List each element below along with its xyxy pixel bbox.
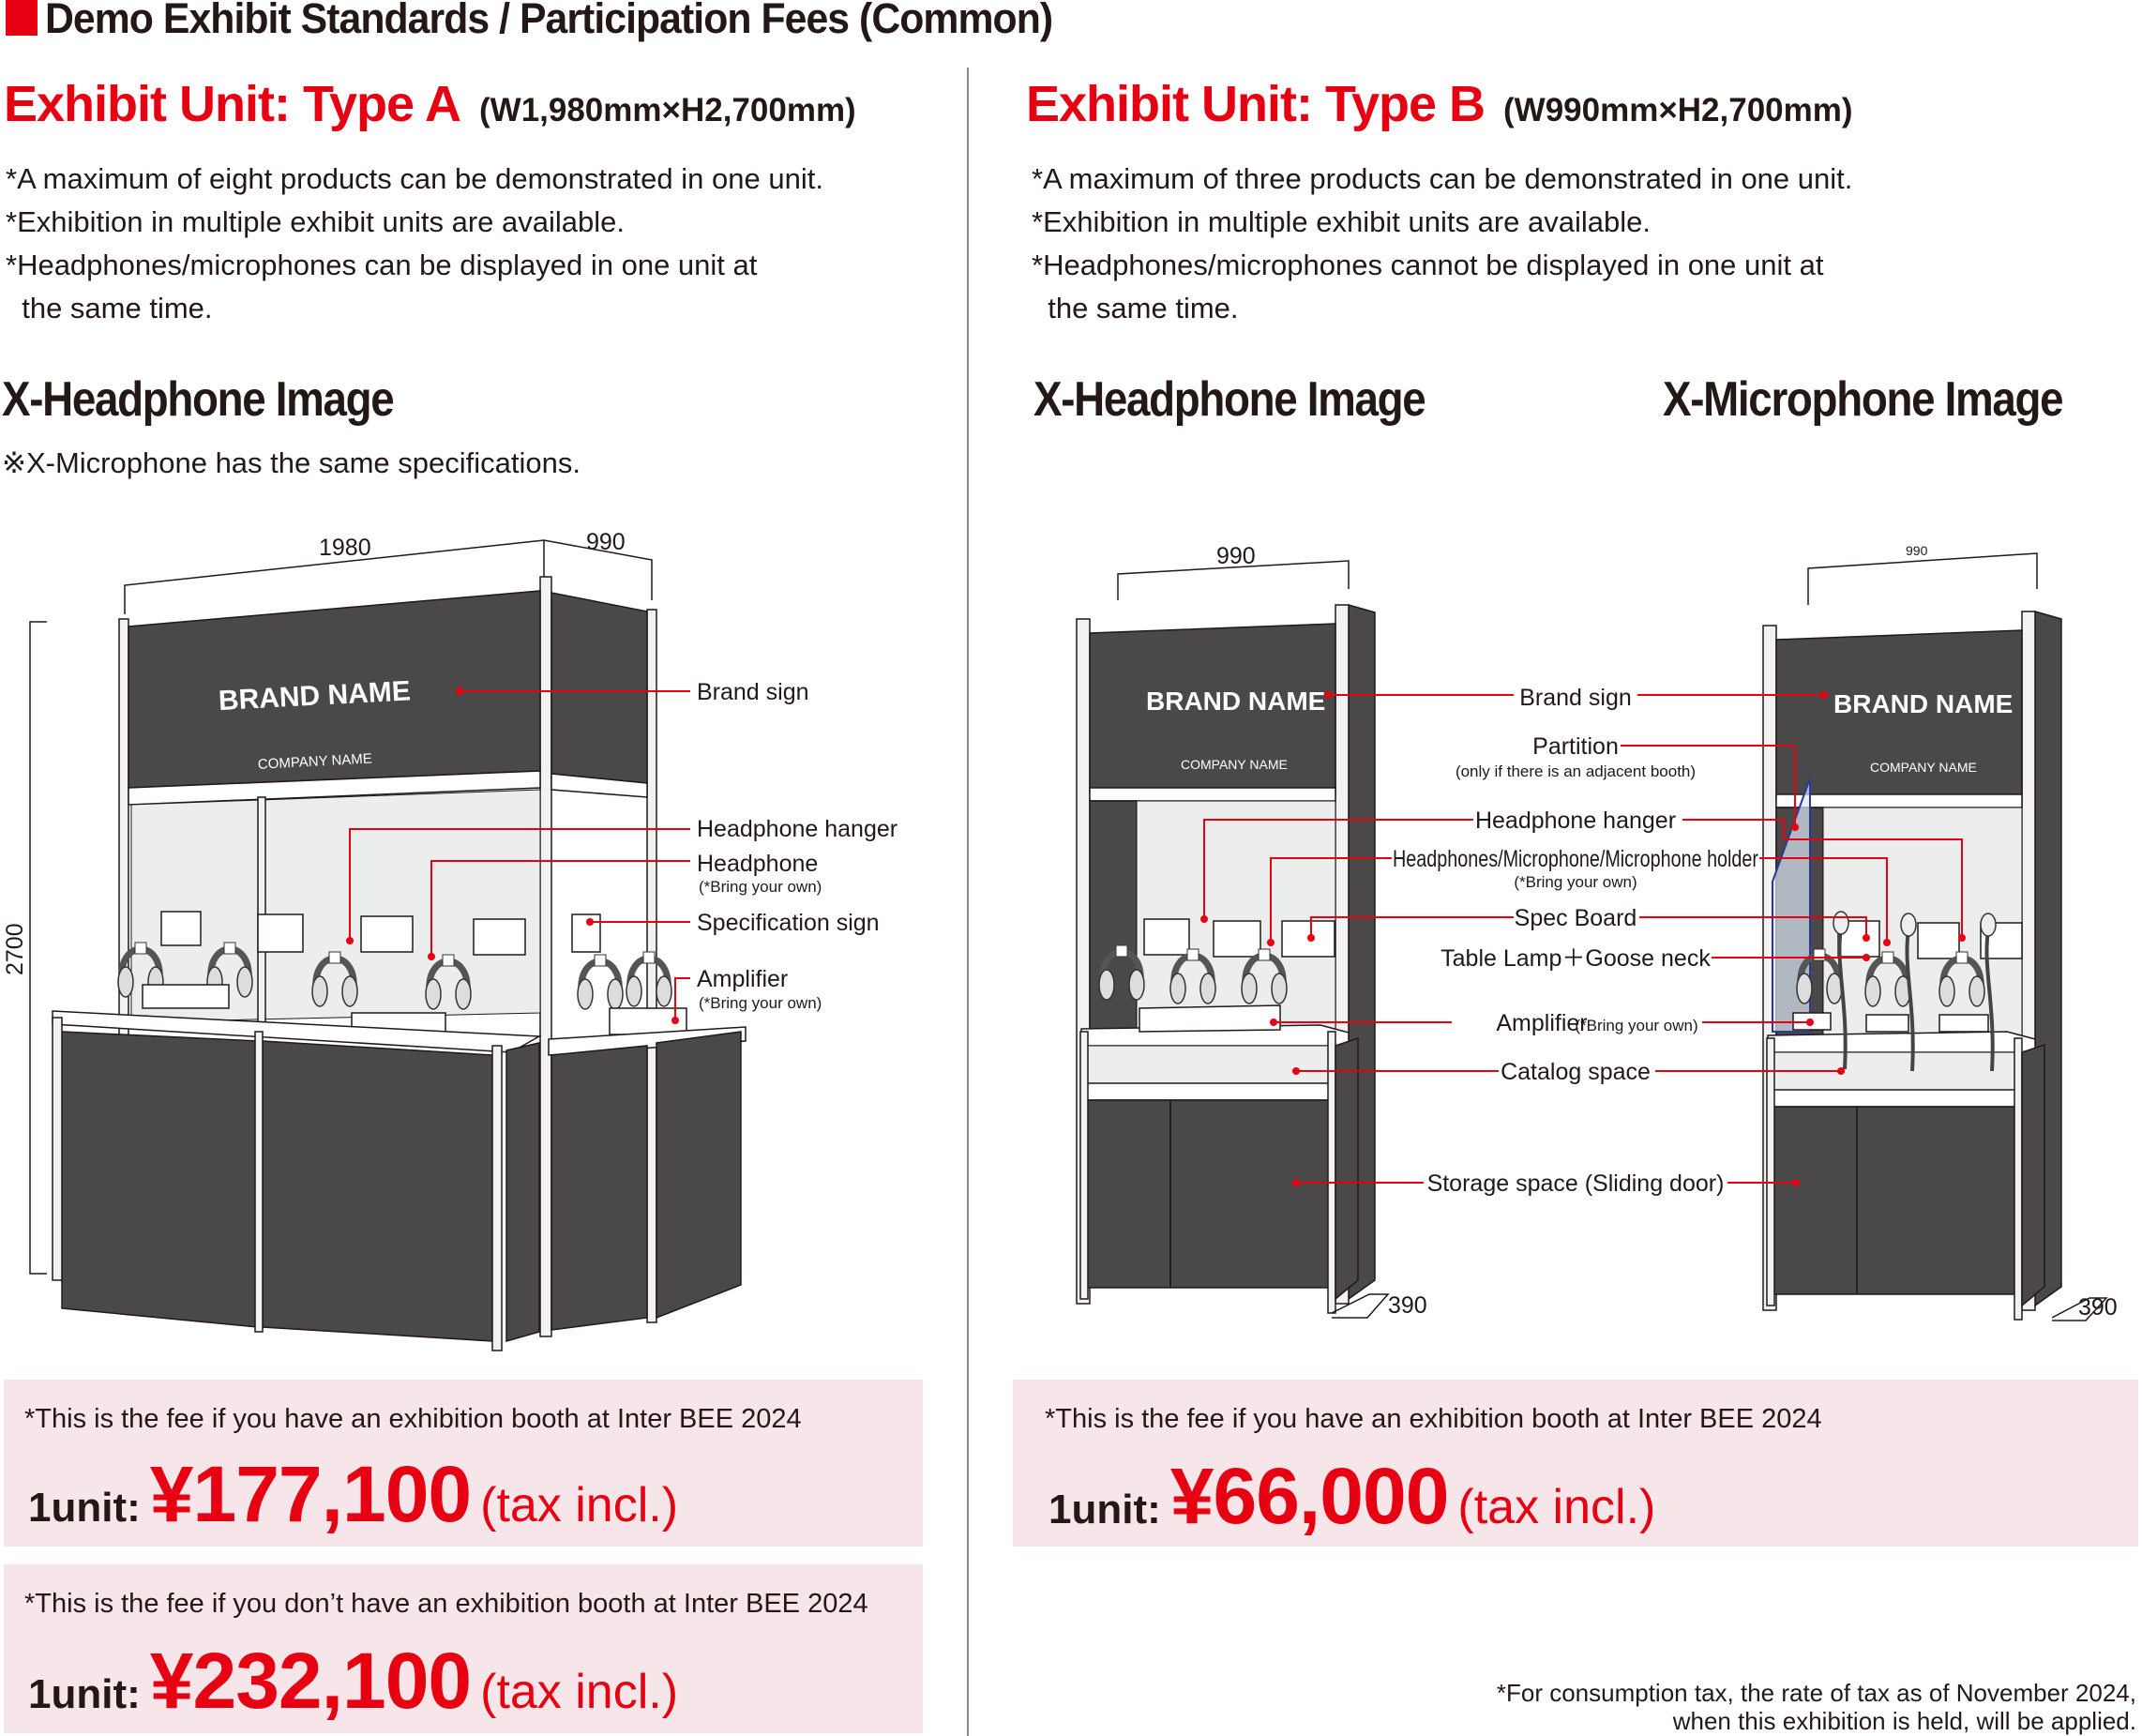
type-a-title: Exhibit Unit: Type A (4, 76, 461, 132)
fee-line: 1unit:¥232,100(tax incl.) (28, 1636, 678, 1727)
fee-box-type-a-without-booth: *This is the fee if you don’t have an ex… (4, 1564, 923, 1733)
type-a-size: (W1,980mm×H2,700mm) (479, 92, 856, 128)
page-title: Demo Exhibit Standards / Participation F… (45, 0, 1053, 42)
label-spec-board: Spec Board (1515, 905, 1637, 931)
label-table-lamp: Table Lamp＋Goose neck (1441, 945, 1711, 972)
fee-line: 1unit:¥66,000(tax incl.) (1048, 1451, 1655, 1542)
label-headphone-hanger: Headphone hanger (697, 816, 898, 842)
type-b-heading: Exhibit Unit: Type B (W990mm×H2,700mm) (1026, 75, 1853, 133)
type-a-image-heading: X-Headphone Image (2, 372, 395, 427)
bullet: *A maximum of three products can be demo… (1032, 162, 1853, 195)
fee-box-type-a-with-booth: *This is the fee if you have an exhibiti… (4, 1380, 923, 1547)
dim-width: 990 (1906, 543, 1928, 558)
type-a-heading: Exhibit Unit: Type A (W1,980mm×H2,700mm) (4, 75, 856, 133)
label-partition-note: (only if there is an adjacent booth) (1456, 762, 1696, 780)
booth-a-diagram: 1980 990 2700 BRAND NAME COMPANY NAME (2, 529, 898, 1351)
dim-width: 1980 (319, 535, 371, 561)
dim-depth: 990 (586, 529, 626, 555)
fee-price: ¥66,000 (1169, 1452, 1450, 1540)
bullet: the same time. (1032, 292, 1239, 325)
dim-height: 2700 (2, 923, 28, 975)
label-storage: Storage space (Sliding door) (1427, 1170, 1725, 1197)
bullet: *Headphones/microphones can be displayed… (6, 249, 758, 281)
booth-b-headphone-diagram: 990 BRAND NAME COMPANY NAME 390 (1076, 543, 1427, 1319)
tax-footnote: *For consumption tax, the rate of tax as… (1497, 1679, 2136, 1735)
fee-price: ¥177,100 (149, 1450, 472, 1538)
bullet: *Headphones/microphones cannot be displa… (1032, 249, 1824, 281)
brand-name: BRAND NAME (1146, 687, 1325, 716)
label-amplifier: Amplifier (697, 966, 788, 992)
label-catalog: Catalog space (1501, 1059, 1651, 1085)
bullet: *A maximum of eight products can be demo… (6, 162, 823, 195)
label-partition: Partition (1532, 733, 1619, 760)
fee-line: 1unit:¥177,100(tax incl.) (28, 1449, 678, 1540)
fee-box-type-b: *This is the fee if you have an exhibiti… (1013, 1380, 2138, 1547)
booth-b-callouts: Brand sign Partition (only if there is a… (1200, 685, 1966, 1197)
type-b-microphone-heading: X-Microphone Image (1663, 372, 2064, 427)
fee-unit: 1unit: (1048, 1487, 1161, 1532)
fee-tax: (tax incl.) (480, 1478, 679, 1532)
booth-b-microphone-diagram: 990 BRAND NAME COMPANY NAME 390 (1762, 543, 2118, 1321)
label-headphone: Headphone (697, 851, 818, 877)
fee-unit: 1unit: (28, 1485, 141, 1531)
label-amplifier-note: (*Bring your own) (699, 994, 822, 1012)
dim-width: 990 (1216, 543, 1256, 569)
fee-note: *This is the fee if you have an exhibiti… (24, 1404, 802, 1434)
type-a-image-note: ※X-Microphone has the same specification… (2, 446, 581, 479)
label-amplifier-note: (*Bring your own) (1575, 1017, 1697, 1034)
title-marker (6, 0, 38, 36)
label-holder-note: (*Bring your own) (1514, 873, 1637, 891)
label-headphone-hanger: Headphone hanger (1475, 808, 1676, 834)
dim-depth: 390 (2078, 1294, 2118, 1321)
footnote-line: *For consumption tax, the rate of tax as… (1496, 1679, 2136, 1707)
fee-note: *This is the fee if you have an exhibiti… (1045, 1404, 1822, 1434)
label-holder: Headphones/Microphone/Microphone holder (1393, 846, 1758, 872)
type-b-headphone-heading: X-Headphone Image (1033, 372, 1426, 427)
label-amplifier: Amplifier (1496, 1010, 1587, 1036)
fee-unit: 1unit: (28, 1671, 141, 1717)
label-brand-sign: Brand sign (1519, 685, 1632, 711)
column-divider (967, 68, 969, 1736)
label-spec-sign: Specification sign (697, 910, 880, 936)
type-b-size: (W990mm×H2,700mm) (1503, 92, 1853, 128)
company-name: COMPANY NAME (1181, 757, 1288, 772)
footnote-line: when this exhibition is held, will be ap… (1672, 1707, 2136, 1735)
fee-tax: (tax incl.) (480, 1665, 679, 1719)
label-brand-sign: Brand sign (697, 679, 809, 705)
type-b-bullets: *A maximum of three products can be demo… (1032, 158, 1852, 330)
bullet: *Exhibition in multiple exhibit units ar… (1032, 205, 1651, 238)
type-b-title: Exhibit Unit: Type B (1026, 76, 1486, 132)
dim-depth: 390 (1388, 1292, 1427, 1319)
type-a-bullets: *A maximum of eight products can be demo… (6, 158, 823, 330)
label-headphone-note: (*Bring your own) (699, 878, 822, 896)
fee-note: *This is the fee if you don’t have an ex… (24, 1589, 868, 1619)
fee-tax: (tax incl.) (1457, 1480, 1656, 1534)
company-name: COMPANY NAME (1870, 760, 1977, 775)
bullet: the same time. (6, 292, 213, 325)
company-name: COMPANY NAME (257, 751, 372, 773)
brand-name: BRAND NAME (1833, 689, 2013, 718)
bullet: *Exhibition in multiple exhibit units ar… (6, 205, 625, 238)
fee-price: ¥232,100 (149, 1637, 472, 1725)
